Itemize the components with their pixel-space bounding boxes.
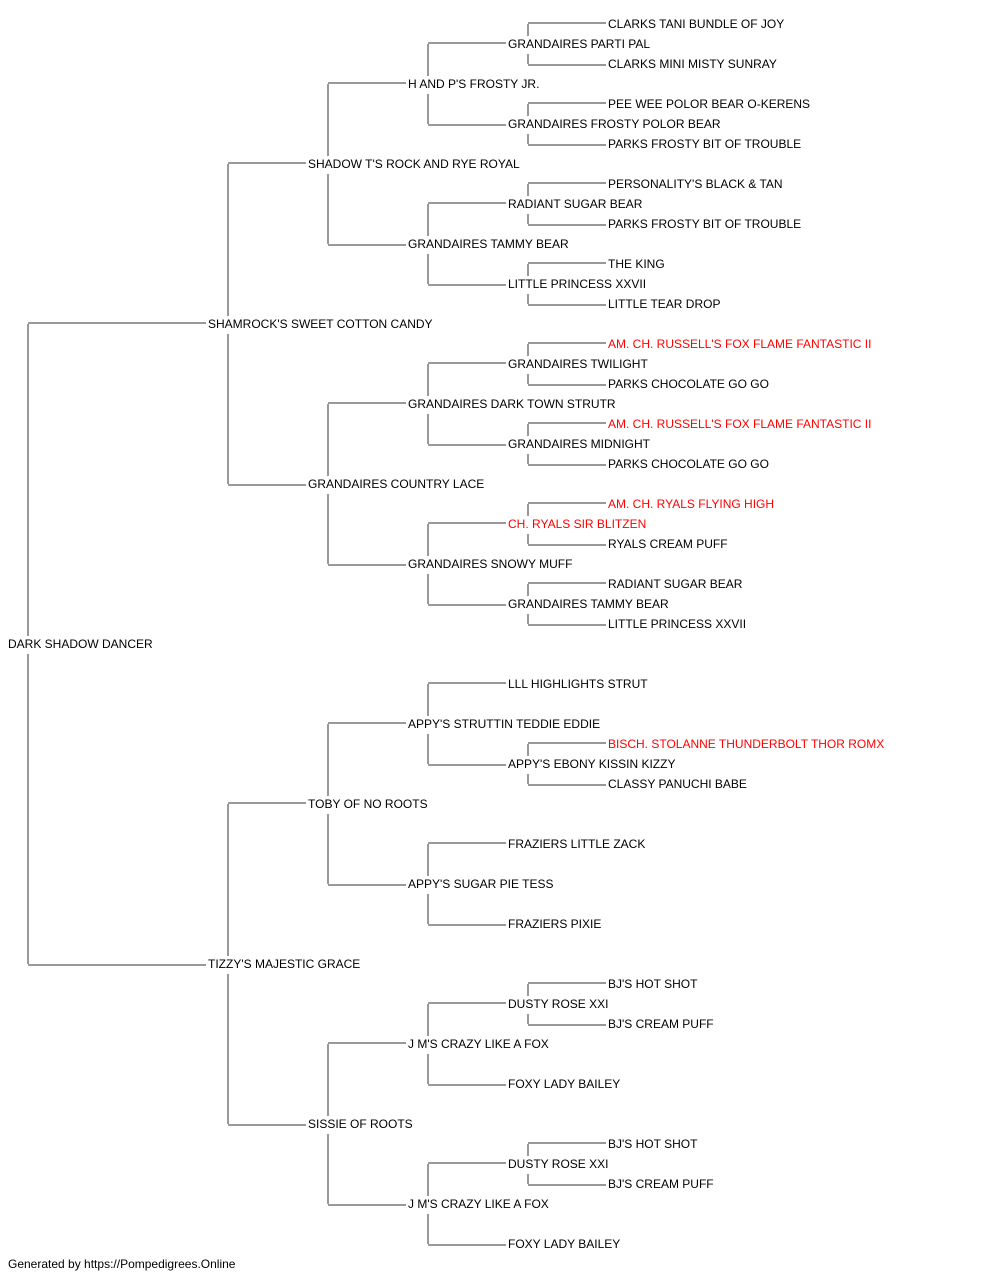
ancestor-name: PARKS CHOCOLATE GO GO	[608, 457, 771, 471]
ancestor-name: GRANDAIRES FROSTY POLOR BEAR	[508, 117, 723, 131]
ancestor-name: SHAMROCK'S SWEET COTTON CANDY	[208, 317, 435, 331]
ancestor-name: RADIANT SUGAR BEAR	[508, 197, 645, 211]
ancestor-name: TIZZY'S MAJESTIC GRACE	[208, 957, 363, 971]
ancestor-name: LITTLE PRINCESS XXVII	[608, 617, 749, 631]
subject-name: DARK SHADOW DANCER	[8, 637, 155, 651]
ancestor-name: GRANDAIRES MIDNIGHT	[508, 437, 653, 451]
ancestor-name: FRAZIERS PIXIE	[508, 917, 604, 931]
ancestor-name: TOBY OF NO ROOTS	[308, 797, 430, 811]
ancestor-name: GRANDAIRES COUNTRY LACE	[308, 477, 487, 491]
ancestor-name: APPY'S EBONY KISSIN KIZZY	[508, 757, 678, 771]
ancestor-name: PERSONALITY'S BLACK & TAN	[608, 177, 785, 191]
ancestor-name: RADIANT SUGAR BEAR	[608, 577, 745, 591]
ancestor-name: BJ'S CREAM PUFF	[608, 1177, 716, 1191]
ancestor-name: PARKS FROSTY BIT OF TROUBLE	[608, 137, 804, 151]
ancestor-name: LLL HIGHLIGHTS STRUT	[508, 677, 650, 691]
ancestor-name: APPY'S STRUTTIN TEDDIE EDDIE	[408, 717, 603, 731]
ancestor-name: BJ'S CREAM PUFF	[608, 1017, 716, 1031]
ancestor-name: GRANDAIRES TAMMY BEAR	[408, 237, 571, 251]
ancestor-name: FOXY LADY BAILEY	[508, 1237, 623, 1251]
ancestor-name: GRANDAIRES PARTI PAL	[508, 37, 653, 51]
ancestor-name: RYALS CREAM PUFF	[608, 537, 730, 551]
ancestor-name: J M'S CRAZY LIKE A FOX	[408, 1197, 551, 1211]
ancestor-name: BISCH. STOLANNE THUNDERBOLT THOR ROMX	[608, 737, 887, 751]
ancestor-name: CLARKS MINI MISTY SUNRAY	[608, 57, 779, 71]
ancestor-name: AM. CH. RUSSELL'S FOX FLAME FANTASTIC II	[608, 337, 874, 351]
ancestor-name: LITTLE PRINCESS XXVII	[508, 277, 649, 291]
ancestor-name: SISSIE OF ROOTS	[308, 1117, 415, 1131]
ancestor-name: PARKS FROSTY BIT OF TROUBLE	[608, 217, 804, 231]
ancestor-name: CH. RYALS SIR BLITZEN	[508, 517, 649, 531]
ancestor-name: CLARKS TANI BUNDLE OF JOY	[608, 17, 787, 31]
ancestor-name: PARKS CHOCOLATE GO GO	[608, 377, 771, 391]
ancestor-name: CLASSY PANUCHI BABE	[608, 777, 749, 791]
ancestor-name: PEE WEE POLOR BEAR O-KERENS	[608, 97, 813, 111]
ancestor-name: SHADOW T'S ROCK AND RYE ROYAL	[308, 157, 522, 171]
generated-by-footer: Generated by https://Pompedigrees.Online	[8, 1257, 236, 1271]
ancestor-name: THE KING	[608, 257, 667, 271]
ancestor-name: BJ'S HOT SHOT	[608, 977, 700, 991]
ancestor-name: GRANDAIRES TAMMY BEAR	[508, 597, 671, 611]
ancestor-name: GRANDAIRES SNOWY MUFF	[408, 557, 575, 571]
ancestor-name: AM. CH. RYALS FLYING HIGH	[608, 497, 777, 511]
ancestor-name: AM. CH. RUSSELL'S FOX FLAME FANTASTIC II	[608, 417, 874, 431]
ancestor-name: APPY'S SUGAR PIE TESS	[408, 877, 556, 891]
ancestor-name: H AND P'S FROSTY JR.	[408, 77, 542, 91]
ancestor-name: FRAZIERS LITTLE ZACK	[508, 837, 648, 851]
ancestor-name: GRANDAIRES TWILIGHT	[508, 357, 650, 371]
ancestor-name: J M'S CRAZY LIKE A FOX	[408, 1037, 551, 1051]
ancestor-name: DUSTY ROSE XXI	[508, 1157, 611, 1171]
ancestor-name: GRANDAIRES DARK TOWN STRUTR	[408, 397, 618, 411]
ancestor-name: BJ'S HOT SHOT	[608, 1137, 700, 1151]
ancestor-name: DUSTY ROSE XXI	[508, 997, 611, 1011]
ancestor-name: FOXY LADY BAILEY	[508, 1077, 623, 1091]
ancestor-name: LITTLE TEAR DROP	[608, 297, 723, 311]
